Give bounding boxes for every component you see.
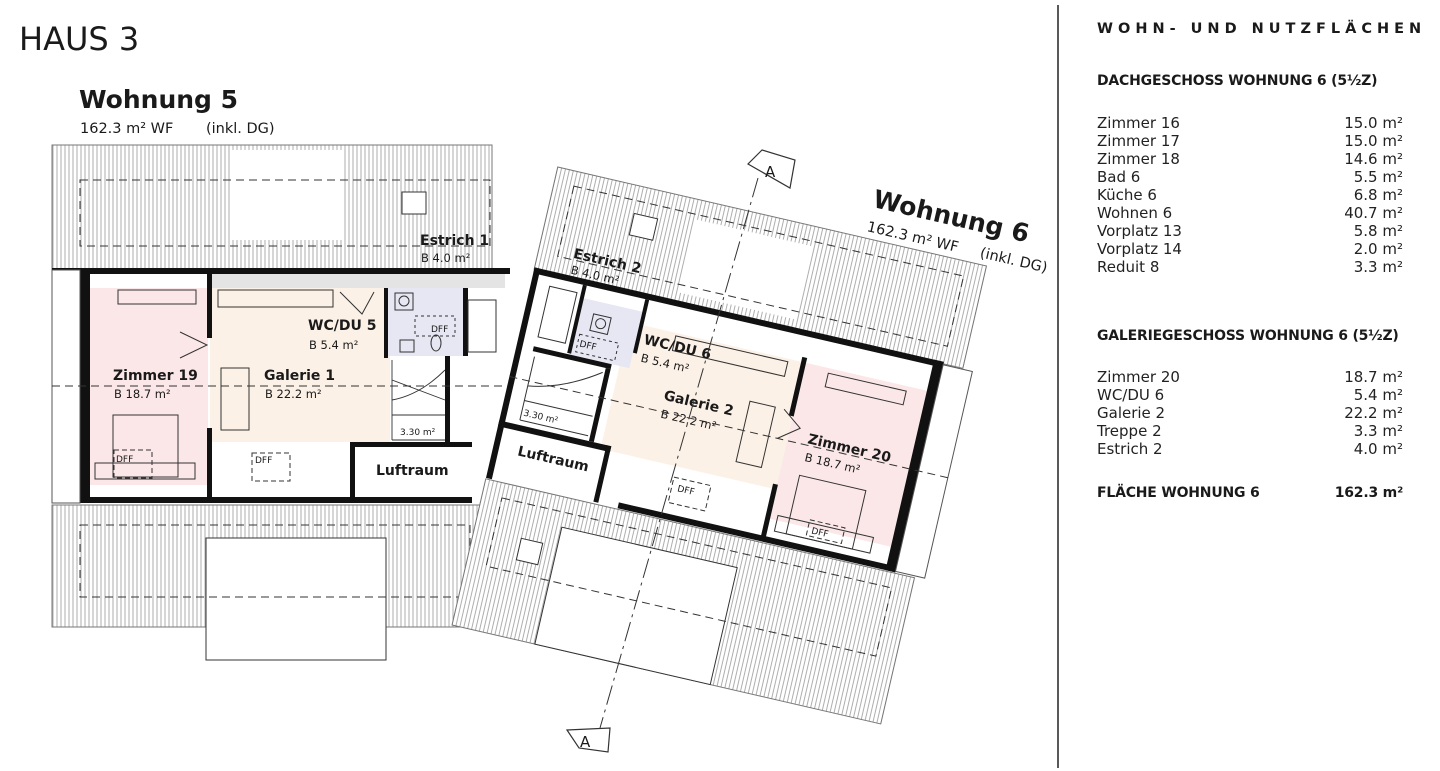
area-row-value: 3.3 m² (1353, 258, 1403, 276)
area-row-name: Vorplatz 14 (1097, 240, 1182, 258)
area-row-name: WC/DU 6 (1097, 386, 1165, 404)
area-row: Bad 6 5.5 m² (1097, 168, 1403, 186)
section-line-a: A A (565, 149, 796, 753)
wcdu5-area: B 5.4 m² (309, 338, 358, 352)
area-row-name: Küche 6 (1097, 186, 1157, 204)
area-row-name: Zimmer 16 (1097, 114, 1180, 132)
section-galeriegeschoss-title: GALERIEGESCHOSS WOHNUNG 6 (5½Z) (1097, 328, 1399, 344)
area-row-value: 5.4 m² (1353, 386, 1403, 404)
area-row: Vorplatz 14 2.0 m² (1097, 240, 1403, 258)
zimmer19-name: Zimmer 19 (113, 368, 198, 384)
dff-label-galerie1: DFF (255, 456, 272, 466)
section-galeriegeschoss-list: Zimmer 20 18.7 m² WC/DU 6 5.4 m² Galerie 2 22… (1097, 368, 1403, 458)
area-row-name: Zimmer 18 (1097, 150, 1180, 168)
apartment5-area: 162.3 m² WF (80, 121, 173, 137)
roof-opening-bottom (205, 537, 387, 661)
area-row-name: Zimmer 17 (1097, 132, 1180, 150)
area-row: WC/DU 6 5.4 m² (1097, 386, 1403, 404)
roof-opening-top (232, 150, 344, 240)
area-row-name: Estrich 2 (1097, 440, 1163, 458)
total-area-label: FLÄCHE WOHNUNG 6 (1097, 485, 1260, 501)
area-row-value: 5.5 m² (1353, 168, 1403, 186)
area-row: Zimmer 16 15.0 m² (1097, 114, 1403, 132)
dff-label-zimmer20: DFF (810, 527, 829, 541)
zimmer20-floor (769, 362, 927, 547)
area-row-value: 18.7 m² (1344, 368, 1403, 386)
area-row-value: 14.6 m² (1344, 150, 1403, 168)
area-row: Zimmer 20 18.7 m² (1097, 368, 1403, 386)
area-row-value: 2.0 m² (1353, 240, 1403, 258)
area-row: Küche 6 6.8 m² (1097, 186, 1403, 204)
total-area-row: FLÄCHE WOHNUNG 6 162.3 m² (1097, 485, 1403, 501)
estrich1-name: Estrich 1 (420, 233, 489, 249)
house-title: HAUS 3 (19, 20, 139, 58)
roof-opening-bottom-right (534, 526, 738, 686)
section-dachgeschoss-title: DACHGESCHOSS WOHNUNG 6 (5½Z) (1097, 73, 1378, 89)
galerie2-floor (600, 322, 806, 490)
left-wing: HAUS 3 Wohnung 5 162.3 m² WF (inkl. DG) … (19, 20, 510, 661)
area-row-name: Bad 6 (1097, 168, 1141, 186)
area-row-name: Treppe 2 (1097, 422, 1162, 440)
right-wing: Estrich 2 B 4.0 m² WC/DU 6 B 5.4 m² Gale… (451, 166, 1049, 725)
dff-label-wc6: DFF (578, 340, 597, 354)
dff-label-zimmer19: DFF (116, 455, 133, 465)
dff-label-galerie2: DFF (676, 484, 695, 498)
area-row-name: Zimmer 20 (1097, 368, 1180, 386)
area-row-value: 15.0 m² (1344, 132, 1403, 150)
wc5-floor (388, 288, 466, 356)
wc6-floor (570, 298, 643, 369)
section-marker-top: A (765, 163, 776, 181)
skylight-bottom-right (515, 537, 544, 566)
wcdu5-name: WC/DU 5 (308, 318, 376, 334)
galerie1-name: Galerie 1 (264, 368, 335, 384)
apartment5-title: Wohnung 5 (79, 85, 238, 114)
total-area-value: 162.3 m² (1334, 485, 1403, 501)
area-row-name: Wohnen 6 (1097, 204, 1173, 222)
galerie1-area: B 22.2 m² (265, 387, 322, 401)
area-row: Galerie 2 22.2 m² (1097, 404, 1403, 422)
area-row: Zimmer 17 15.0 m² (1097, 132, 1403, 150)
area-row: Vorplatz 13 5.8 m² (1097, 222, 1403, 240)
estrich1-strip (210, 273, 505, 288)
area-row-value: 15.0 m² (1344, 114, 1403, 132)
area-row-value: 22.2 m² (1344, 404, 1403, 422)
galerie1-floor (210, 288, 390, 442)
area-row: Treppe 2 3.3 m² (1097, 422, 1403, 440)
stair1-area: 3.30 m² (400, 428, 436, 438)
area-row: Reduit 8 3.3 m² (1097, 258, 1403, 276)
area-row: Wohnen 6 40.7 m² (1097, 204, 1403, 222)
zimmer19-area: B 18.7 m² (114, 387, 171, 401)
apartment5-note: (inkl. DG) (206, 121, 275, 137)
dff-label-wc5: DFF (431, 325, 448, 335)
roof-opening-right (677, 219, 812, 320)
area-row-name: Vorplatz 13 (1097, 222, 1182, 240)
area-row-name: Galerie 2 (1097, 404, 1166, 422)
apartment6-note: (inkl. DG) (978, 245, 1048, 276)
area-row-value: 6.8 m² (1353, 186, 1403, 204)
luftraum1-name: Luftraum (376, 463, 449, 479)
area-row-value: 5.8 m² (1353, 222, 1403, 240)
panel-title: WOHN- UND NUTZFLÄCHEN (1097, 21, 1427, 37)
area-row-value: 40.7 m² (1344, 204, 1403, 222)
area-row-name: Reduit 8 (1097, 258, 1160, 276)
area-row-value: 3.3 m² (1353, 422, 1403, 440)
area-row: Zimmer 18 14.6 m² (1097, 150, 1403, 168)
skylight-top-left (401, 191, 427, 215)
section-marker-bottom: A (580, 733, 591, 751)
area-row: Estrich 2 4.0 m² (1097, 440, 1403, 458)
area-row-value: 4.0 m² (1353, 440, 1403, 458)
estrich1-area: B 4.0 m² (421, 251, 470, 265)
skylight-top-right (628, 212, 659, 241)
